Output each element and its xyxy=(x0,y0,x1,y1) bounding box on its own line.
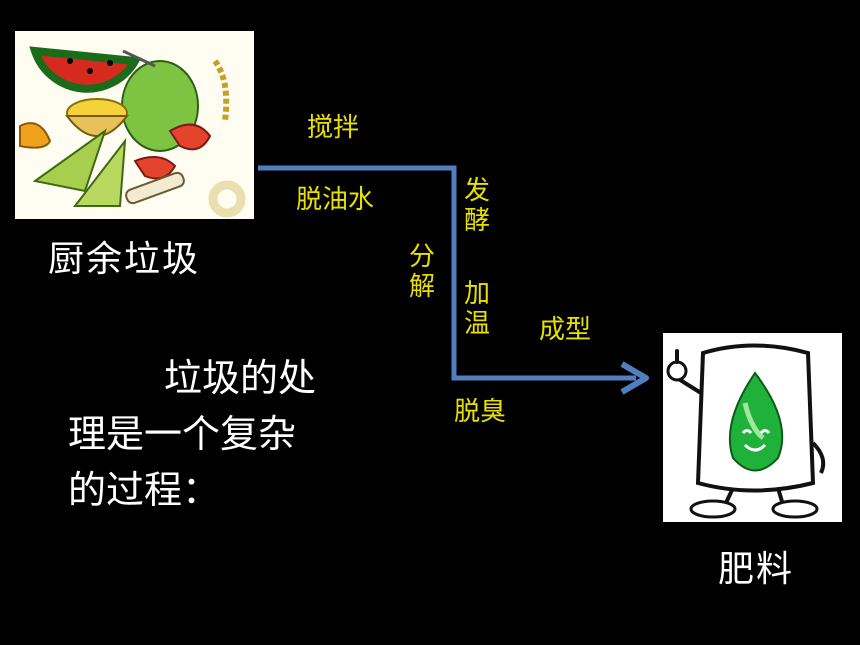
process-description: 垃圾的处 理是一个复杂 的过程： xyxy=(68,350,368,518)
step-deodor: 脱臭 xyxy=(454,397,507,427)
arrow-head xyxy=(620,361,649,395)
step-ferment: 发酵 xyxy=(463,176,490,236)
description-line-3: 的过程： xyxy=(68,468,221,512)
fertilizer-label: 肥料 xyxy=(718,549,795,590)
process-path-line xyxy=(258,165,636,381)
description-line-2: 理是一个复杂 xyxy=(68,412,297,456)
kitchen-waste-image xyxy=(15,31,254,219)
fertilizer-image xyxy=(663,333,842,522)
step-shape: 成型 xyxy=(539,315,592,345)
step-decompose: 分解 xyxy=(408,242,435,302)
kitchen-waste-label: 厨余垃圾 xyxy=(48,239,201,280)
step-stir: 搅拌 xyxy=(307,113,360,143)
kitchen-waste-illustration xyxy=(15,31,254,219)
description-line-1: 垃圾的处 xyxy=(164,356,317,400)
fertilizer-bag-illustration xyxy=(663,333,842,522)
step-deoil: 脱油水 xyxy=(296,185,375,215)
step-heat: 加温 xyxy=(463,279,490,339)
